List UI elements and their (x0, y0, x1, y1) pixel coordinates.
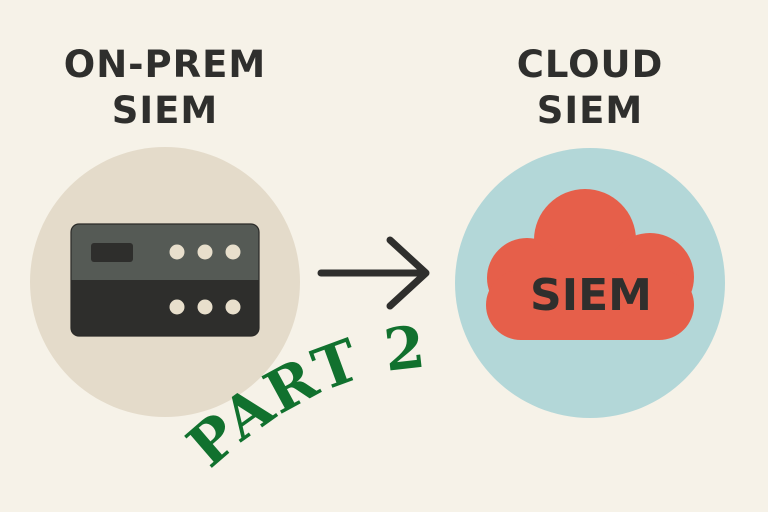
cloud-siem-label: SIEM (530, 270, 652, 321)
on-prem-siem-title: ON-PREM SIEM (40, 42, 290, 134)
on-prem-title-line1: ON-PREM (63, 43, 267, 86)
server-led (197, 299, 213, 315)
server-led (169, 299, 185, 315)
on-prem-title-line2: SIEM (111, 89, 219, 132)
cloud-icon (486, 189, 694, 340)
server-led (197, 244, 213, 260)
server-led (225, 244, 241, 260)
server-led (225, 299, 241, 315)
arrow-right-icon (317, 236, 430, 310)
server-icon (70, 223, 260, 337)
server-display-slot (91, 243, 133, 262)
cloud-title-line1: CLOUD (516, 43, 664, 86)
cloud-siem-title: CLOUD SIEM (465, 42, 715, 134)
cloud-title-line2: SIEM (536, 89, 644, 132)
server-led (169, 244, 185, 260)
